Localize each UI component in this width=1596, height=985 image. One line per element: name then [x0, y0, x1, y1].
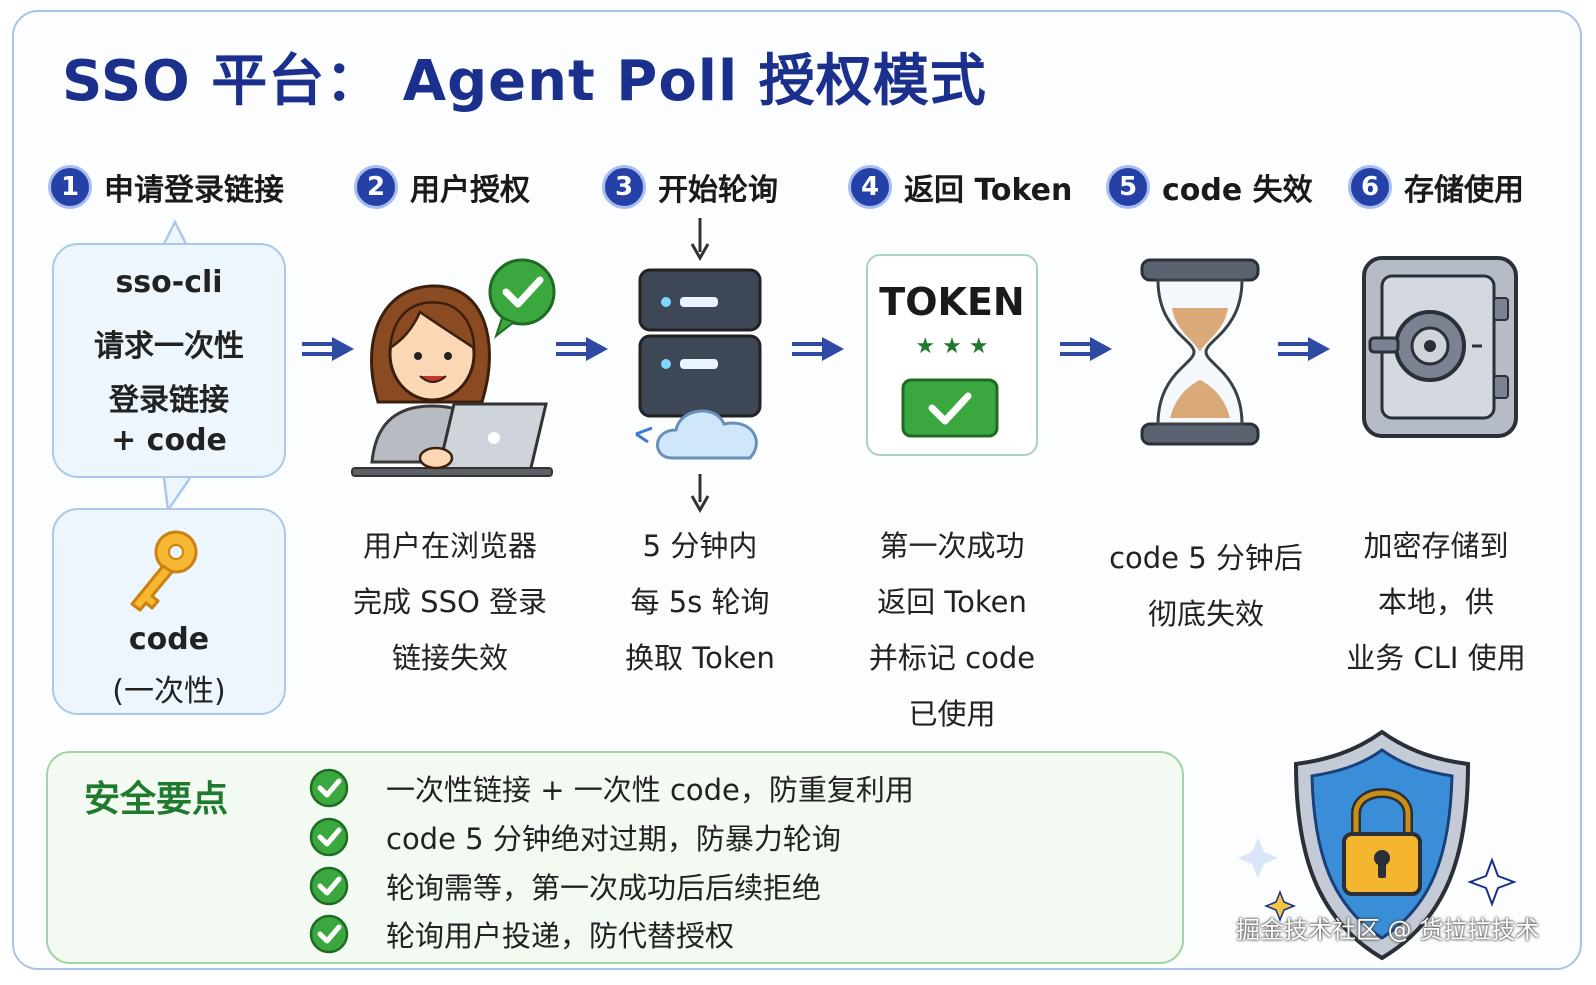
step-4-desc-line-3: 并标记 code — [868, 641, 1036, 675]
step-2-number: 2 — [354, 165, 398, 209]
shield-lock-icon — [1238, 729, 1517, 961]
step-6-number: 6 — [1348, 165, 1392, 209]
step-3-description: 5 分钟内 每 5s 轮询 换取 Token — [590, 518, 810, 686]
step-6-desc-line-1: 加密存储到 — [1363, 529, 1509, 563]
token-card-label: TOKEN — [879, 280, 1025, 324]
arrow-5-6 — [1278, 337, 1330, 361]
security-item-3-text: 轮询需等，第一次成功后后续拒绝 — [386, 871, 822, 905]
bubble-line-3: 登录链接 — [109, 383, 229, 418]
security-item-2-text: code 5 分钟绝对过期，防暴力轮询 — [386, 822, 841, 856]
security-item-1: 一次性链接 + 一次性 code，防重复利用 — [308, 764, 914, 812]
step-2-desc-line-2: 完成 SSO 登录 — [352, 585, 548, 619]
step-4-header: 4 返回 Token — [848, 162, 1072, 212]
step-4-label: 返回 Token — [904, 173, 1073, 208]
step-4-description: 第一次成功 返回 Token 并标记 code 已使用 — [834, 518, 1070, 742]
security-item-4-text: 轮询用户投递，防代替授权 — [386, 919, 735, 953]
token-card: TOKEN ★ ★ ★ — [866, 254, 1038, 456]
token-check-icon — [901, 378, 999, 438]
arrow-3-4 — [792, 337, 844, 361]
page-title: SSO 平台： Agent Poll 授权模式 — [62, 49, 987, 114]
step-6-desc-line-2: 本地，供 — [1377, 585, 1494, 619]
user-laptop-icon — [351, 258, 556, 477]
arrow-2-3 — [556, 337, 608, 361]
security-item-1-text: 一次性链接 + 一次性 code，防重复利用 — [386, 773, 914, 807]
safe-icon — [1362, 256, 1518, 438]
hourglass-icon — [1140, 258, 1260, 446]
step-2-desc-line-1: 用户在浏览器 — [362, 529, 537, 563]
code-label: code — [128, 622, 210, 657]
step-5-desc-line-2: 彻底失效 — [1147, 597, 1264, 631]
step-2-desc-line-3: 链接失效 — [391, 641, 508, 675]
code-sub-label: (一次性) — [112, 674, 226, 709]
step-5-description: code 5 分钟后 彻底失效 — [1090, 530, 1322, 642]
step-1-number: 1 — [48, 165, 92, 209]
server-cloud-icon — [635, 218, 762, 514]
bubble-line-2: 请求一次性 — [94, 329, 244, 364]
step-6-desc-line-3: 业务 CLI 使用 — [1346, 641, 1526, 675]
step-3-desc-line-2: 每 5s 轮询 — [630, 585, 770, 619]
step-6-description: 加密存储到 本地，供 业务 CLI 使用 — [1326, 518, 1546, 686]
bubble-line-4: + code — [111, 423, 227, 458]
step-6-header: 6 存储使用 — [1348, 162, 1524, 212]
step-2-header: 2 用户授权 — [354, 162, 530, 212]
step-2-description: 用户在浏览器 完成 SSO 登录 链接失效 — [330, 518, 570, 686]
token-card-stars: ★ ★ ★ — [915, 334, 989, 359]
security-panel — [46, 751, 1184, 964]
step-1-header: 1 申请登录链接 — [48, 162, 284, 212]
step-3-header: 3 开始轮询 — [602, 162, 778, 212]
security-item-2: code 5 分钟绝对过期，防暴力轮询 — [308, 813, 841, 861]
step-5-desc-line-1: code 5 分钟后 — [1109, 541, 1303, 575]
security-item-3: 轮询需等，第一次成功后后续拒绝 — [308, 862, 821, 910]
code-box: code (一次性) — [52, 508, 286, 715]
step-5-header: 5 code 失效 — [1106, 162, 1313, 212]
step-3-number: 3 — [602, 165, 646, 209]
check-circle-icon — [309, 914, 349, 954]
step-5-label: code 失效 — [1162, 173, 1313, 208]
watermark: 掘金技术社区 @ 货拉拉技术 — [1236, 916, 1540, 944]
step-4-desc-line-2: 返回 Token — [877, 585, 1027, 619]
step-4-desc-line-1: 第一次成功 — [879, 529, 1025, 563]
bubble-connector — [162, 477, 192, 512]
step-3-desc-line-3: 换取 Token — [625, 641, 775, 675]
bubble-line-1: sso-cli — [115, 265, 223, 300]
check-circle-icon — [309, 768, 349, 808]
step-6-label: 存储使用 — [1404, 173, 1524, 208]
step-1-label: 申请登录链接 — [104, 173, 284, 208]
step-5-number: 5 — [1106, 165, 1150, 209]
step-4-number: 4 — [848, 165, 892, 209]
arrow-4-5 — [1060, 337, 1112, 361]
key-icon — [130, 530, 198, 612]
step-3-label: 开始轮询 — [658, 173, 778, 208]
request-bubble: sso-cli 请求一次性 登录链接 + code — [52, 243, 286, 478]
step-2-label: 用户授权 — [410, 173, 530, 208]
step-3-desc-line-1: 5 分钟内 — [642, 529, 758, 563]
step-4-desc-line-4: 已使用 — [908, 697, 996, 731]
security-item-4: 轮询用户投递，防代替授权 — [308, 910, 734, 958]
check-circle-icon — [309, 866, 349, 906]
arrow-1-2 — [302, 337, 354, 361]
check-circle-icon — [309, 817, 349, 857]
security-title: 安全要点 — [84, 779, 229, 820]
